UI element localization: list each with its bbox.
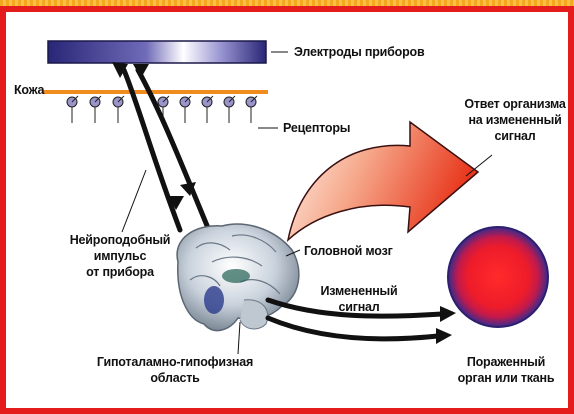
brain-label: Головной мозг: [304, 243, 393, 259]
changed-signal-label: Измененный сигнал: [304, 283, 414, 315]
skin-label: Кожа: [14, 82, 44, 98]
receptors-label: Рецепторы: [283, 120, 350, 136]
red-frame: [3, 9, 571, 411]
organ-circle: [448, 227, 548, 327]
response-label: Ответ организма на измененный сигнал: [460, 96, 570, 144]
hypothalamic-label: Гипоталамно-гипофизная область: [72, 354, 278, 386]
impulse-label: Нейроподобный импульс от прибора: [50, 232, 190, 280]
electrodes-label: Электроды приборов: [294, 44, 424, 60]
organ-label: Пораженный орган или ткань: [444, 354, 568, 386]
electrode-bar: [48, 41, 266, 63]
